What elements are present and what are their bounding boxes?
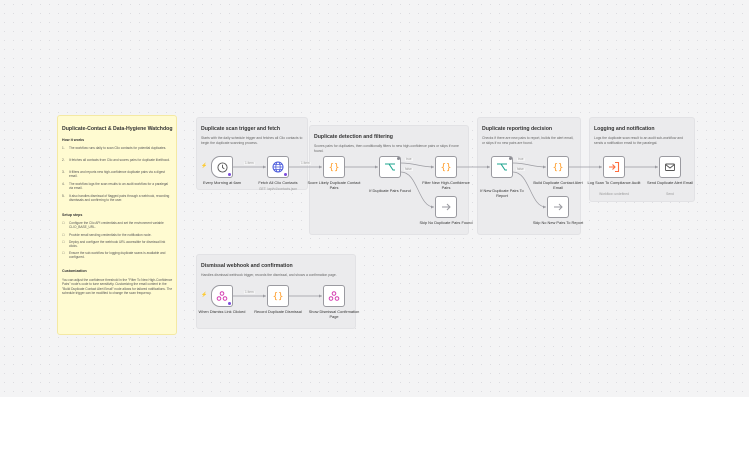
clock-icon — [216, 161, 228, 173]
section-note-scan[interactable]: Duplicate scan trigger and fetch Starts … — [196, 117, 308, 190]
connection-item-count: 1 item — [300, 161, 311, 166]
connection-false-label: false — [404, 167, 413, 172]
trigger-bolt-icon: ⚡ — [201, 292, 208, 298]
node-if-new-pairs[interactable] — [491, 156, 513, 178]
code-braces-icon: {} — [273, 292, 284, 302]
node-label: Every Morning at 6am — [202, 180, 242, 185]
split-arrows-icon — [497, 163, 507, 171]
node-if-pairs-found[interactable] — [379, 156, 401, 178]
node-filter-new-pairs[interactable]: {} — [435, 156, 457, 178]
svg-text:{}: {} — [441, 163, 452, 173]
section-text: Starts with the daily schedule trigger a… — [201, 136, 303, 145]
node-label: Log Scan To Compliance Audit — [587, 180, 641, 185]
section-text: Handles dismissal webhook trigger, recor… — [201, 273, 337, 277]
section-text: Scores pairs for duplicates, then condit… — [314, 144, 459, 153]
webhook-icon — [328, 291, 340, 301]
connection-item-count: 1 item — [244, 290, 255, 295]
node-show-confirmation[interactable] — [323, 285, 345, 307]
output-dot — [397, 157, 400, 160]
node-build-alert-email[interactable]: {} — [547, 156, 569, 178]
section-title: Duplicate detection and filtering — [314, 134, 393, 140]
node-label: Send Duplicate Alert Email — [646, 180, 694, 185]
node-subtitle: Send — [666, 192, 674, 196]
node-label: Build Duplicate Contact Alert Email — [533, 180, 583, 190]
node-badge — [284, 173, 287, 176]
node-fetch-contacts[interactable] — [267, 156, 289, 178]
node-label: Score Likely Duplicate Contact Pairs — [307, 180, 361, 190]
node-label: Fetch All Clio Contacts — [258, 180, 298, 185]
node-record-dismissal[interactable]: {} — [267, 285, 289, 307]
connection-true-label: true — [405, 157, 413, 162]
setup-steps-heading: Setup steps — [62, 213, 83, 217]
node-label: Skip No New Pairs To Report — [532, 220, 584, 225]
node-skip-no-pairs[interactable] — [435, 196, 457, 218]
svg-text:{}: {} — [553, 163, 564, 173]
node-log-scan[interactable] — [603, 156, 625, 178]
connection-item-count: 1 item — [244, 161, 255, 166]
code-braces-icon: {} — [441, 163, 452, 173]
node-every-morning[interactable] — [211, 156, 233, 178]
customization-heading: Customization — [62, 269, 87, 273]
connection-true-label: true — [517, 157, 525, 162]
node-subtitle: Workflow: undefined — [599, 192, 629, 196]
arrow-right-icon — [442, 203, 451, 211]
node-badge — [228, 173, 231, 176]
node-label: Show Dismissal Confirmation Page — [308, 309, 360, 319]
node-label: Record Duplicate Dismissal — [254, 309, 302, 314]
code-braces-icon: {} — [553, 163, 564, 173]
connection-false-label: false — [516, 167, 525, 172]
workflow-canvas[interactable]: Duplicate-Contact & Data-Hygiene Watchdo… — [0, 0, 749, 397]
output-dot — [509, 157, 512, 160]
section-title: Dismissal webhook and confirmation — [201, 263, 293, 269]
code-braces-icon: {} — [329, 163, 340, 173]
section-title: Duplicate reporting decision — [482, 126, 553, 132]
globe-icon — [272, 161, 284, 173]
main-sticky-note[interactable]: Duplicate-Contact & Data-Hygiene Watchdo… — [57, 115, 177, 335]
node-label: Filter New High-Confidence Pairs — [422, 180, 470, 190]
node-dismiss-webhook[interactable] — [211, 285, 233, 307]
node-skip-no-new-pairs[interactable] — [547, 196, 569, 218]
arrow-right-icon — [554, 203, 563, 211]
section-text: Logs the duplicate scan result to an aud… — [594, 136, 683, 145]
node-send-alert-email[interactable] — [659, 156, 681, 178]
node-badge — [228, 302, 231, 305]
main-note-title: Duplicate-Contact & Data-Hygiene Watchdo… — [62, 126, 173, 132]
customization-text: You can adjust the confidence threshold … — [62, 278, 173, 295]
trigger-bolt-icon: ⚡ — [201, 163, 208, 169]
page-footer-area — [0, 397, 749, 450]
svg-text:{}: {} — [329, 163, 340, 173]
node-label: If Duplicate Pairs Found — [369, 188, 411, 193]
node-subtitle: GET: /api/v4/contacts.json — [258, 187, 298, 191]
svg-text:{}: {} — [273, 292, 284, 302]
webhook-icon — [216, 291, 228, 301]
how-it-works-heading: How it works — [62, 138, 85, 142]
split-arrows-icon — [385, 163, 395, 171]
node-score-pairs[interactable]: {} — [323, 156, 345, 178]
node-label: When Dismiss Link Clicked — [198, 309, 246, 314]
sign-in-icon — [609, 161, 620, 173]
node-label: Skip No Duplicate Pairs Found — [419, 220, 473, 225]
envelope-icon — [665, 163, 675, 171]
section-title: Logging and notification — [594, 126, 655, 132]
section-text: Checks if there are new pairs to report,… — [482, 136, 574, 145]
node-label: If New Duplicate Pairs To Report — [480, 188, 524, 198]
section-title: Duplicate scan trigger and fetch — [201, 126, 280, 132]
